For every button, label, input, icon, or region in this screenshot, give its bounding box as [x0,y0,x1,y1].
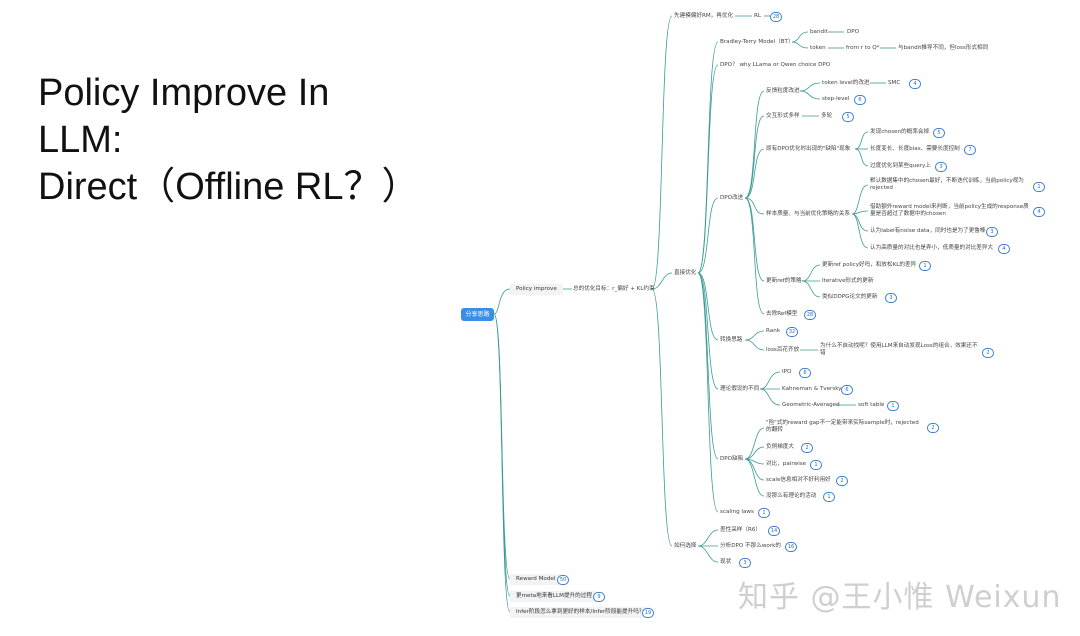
node-geometric[interactable]: Geometric-Averaged [782,402,840,408]
badge-rank: 32 [786,327,798,337]
node-step-level[interactable]: step-level [822,96,850,102]
node-original-defects[interactable]: 原有DPO优化时出现的"缺陷"现象 [766,146,851,152]
node-overfit-query[interactable]: 过度优化到某些query上 [870,163,931,169]
node-defect-1[interactable]: "险"式的reward gap不一定能带来实际sample时，rejected的… [766,420,919,433]
node-transform[interactable]: 转换思路 [720,337,743,343]
node-interaction[interactable]: 交互形式多样 [766,113,800,119]
badge-remove-ref: 28 [804,310,816,320]
badge-infer: 19 [642,608,654,618]
node-ref-2[interactable]: Iterative形式的更新 [822,278,874,284]
slide-title-line-2: LLM: [38,119,123,161]
node-sel-3[interactable]: 现状 [720,559,732,565]
node-scaling-laws[interactable]: scaling laws [720,509,754,515]
badge-overfit-query: 3 [935,162,947,172]
badge-chosen-drop: 5 [933,128,945,138]
node-reward-model[interactable]: Reward Model [510,574,562,585]
node-defect-4[interactable]: scale信息相对不好利用好 [766,477,831,483]
badge-step-level: 6 [854,95,866,105]
slide-title-line-3: Direct（Offline RL？） [38,166,420,208]
badge-sq-3: 3 [986,227,998,237]
node-ref-update[interactable]: 更新ref的策略 [766,278,802,284]
node-how-to-choose[interactable]: 如何选择 [674,543,697,549]
node-loss-variety[interactable]: loss百花齐放 [766,347,800,353]
zhihu-watermark: 知乎 @王小惟 Weixun [738,580,1062,615]
badge-meta: 9 [593,592,605,602]
badge-defect-1: 2 [927,423,939,433]
node-smc[interactable]: SMC [888,80,901,86]
node-dpo[interactable]: DPO [847,29,860,35]
node-multi-turn[interactable]: 多轮 [821,113,833,119]
node-sq-4[interactable]: 认为高质量的对比也是弄小，低质量的对比差异大 [870,245,994,251]
node-sel-2[interactable]: 分析DPO 不那么work的 [720,543,781,549]
badge-scaling-laws: 1 [758,508,770,518]
node-length-bias[interactable]: 长度变长、长度bias、需要长度控制 [870,146,960,152]
badge-reward-model: 50 [557,575,569,585]
node-policy-improve[interactable]: Policy improve [510,284,563,295]
badge-ref-3: 3 [885,293,897,303]
node-direct-opt[interactable]: 直接优化 [674,270,697,276]
badge-defect-3: 1 [810,460,822,470]
node-bandit[interactable]: bandit [810,29,828,35]
node-sample-quality[interactable]: 样本质量、与当前优化策略的关系 [766,211,850,217]
node-policy-objective[interactable]: 总的优化目标：r_偏好 + KL约束 [573,286,655,292]
badge-sq-4: 4 [998,244,1010,254]
node-meta[interactable]: 更meta地来看LLM提升的过程 [510,591,598,602]
badge-defect-5: 1 [823,492,835,502]
badge-sel-2: 16 [785,542,797,552]
node-sq-3[interactable]: 认为label有noise data，同时也是为了更鲁棒 [870,228,986,234]
node-dpo-why[interactable]: DPO？ why LLama or Qwen choice DPO [720,62,831,68]
node-token-level[interactable]: token level的改进 [822,80,870,86]
badge-sq-2: 4 [1033,207,1045,217]
node-sel-1[interactable]: 差性采样（R6） [720,527,762,533]
badge-soft-table: 1 [887,401,899,411]
node-ipo[interactable]: IPO [782,369,792,375]
node-theory[interactable]: 理论假设的不同 [720,386,760,392]
node-kt[interactable]: Kahneman & Tversky [782,386,842,392]
node-dpo-defects[interactable]: DPO缺陷 [720,456,744,462]
slide-title: Policy Improve In LLM: Direct（Offline RL… [38,70,420,211]
node-bt[interactable]: Bradley-Terry Model（BT） [720,39,794,45]
node-defect-2[interactable]: 负例梯度大 [766,444,794,450]
node-defect-3[interactable]: 对比，pairwise [766,461,807,467]
badge-ipo: 6 [799,368,811,378]
badge-defect-4: 2 [836,476,848,486]
node-rm-then-opt[interactable]: 先建模偏好RM，再优化 [674,13,734,19]
badge-rl: 28 [770,12,782,22]
node-feedback-granularity[interactable]: 反馈粒度改进 [766,88,800,94]
node-ref-1[interactable]: 更新ref policy好吗，和放松KL的差异 [822,262,917,268]
slide-title-line-1: Policy Improve In [38,72,330,114]
node-dpo-improve[interactable]: DPO改进 [720,195,744,201]
badge-multi-turn: 5 [842,112,854,122]
node-soft-table[interactable]: soft table [858,402,885,408]
node-loss-note[interactable]: 为什么不自动找呢？使用LLM来自动发现Loss的组合，效果还不错 [820,343,978,356]
badge-smc: 4 [909,79,921,89]
node-r-to-q[interactable]: from r to Q* [846,45,880,51]
node-defect-5[interactable]: 没那么有理论的活动 [766,493,817,499]
badge-sel-3: 3 [739,558,751,568]
node-token-note[interactable]: 与bandit推导不同，但loss形式相同 [898,45,989,51]
node-sq-1[interactable]: 默认数据集中的chosen最好，不断迭代训练，当前policy视为rejecte… [870,178,1024,191]
node-token[interactable]: token [810,45,826,51]
node-rank[interactable]: Rank [766,328,780,334]
badge-ref-1: 1 [919,261,931,271]
badge-kt: 6 [841,385,853,395]
badge-sq-1: 1 [1033,182,1045,192]
badge-length-bias: 7 [964,145,976,155]
node-chosen-drop[interactable]: 发现chosen的概率会掉 [870,129,930,135]
badge-loss-note: 2 [982,348,994,358]
node-infer[interactable]: Infer阶段怎么拿到更好的样本/Infer阶段能提升吗？ [510,607,651,618]
node-ref-3[interactable]: 类似DDPG论文的更新 [822,294,878,300]
badge-sel-1: 14 [768,526,780,536]
node-remove-ref[interactable]: 去除Ref模型 [766,311,798,317]
root-node[interactable]: 分享思路 [461,308,494,321]
node-rl[interactable]: RL [754,13,762,19]
node-sq-2[interactable]: 借助额外reward model来判断，当前policy生成的response质… [870,204,1029,217]
badge-defect-2: 2 [801,443,813,453]
